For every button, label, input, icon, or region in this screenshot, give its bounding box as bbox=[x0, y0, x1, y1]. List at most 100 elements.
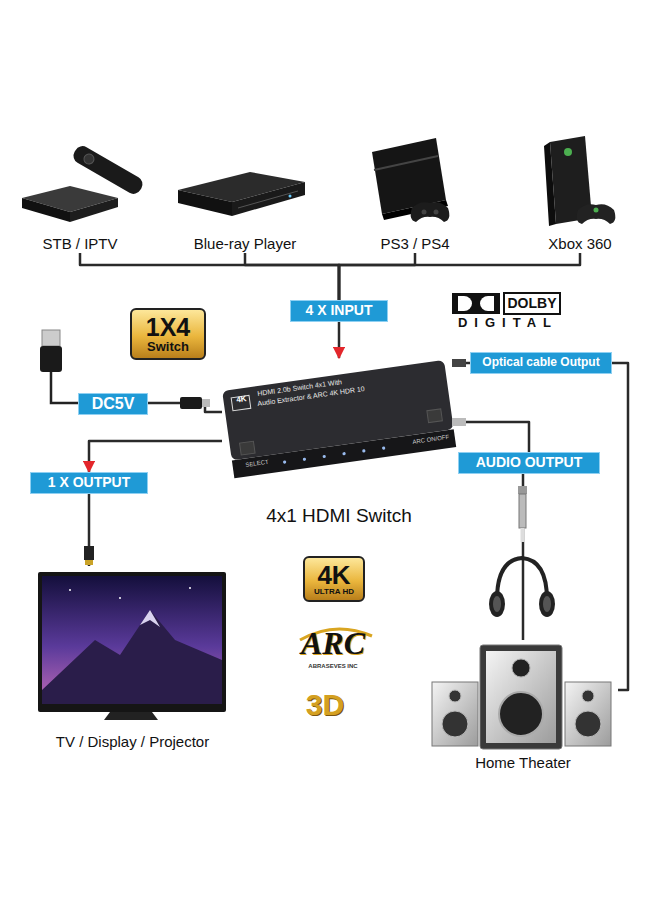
controller-stick bbox=[422, 210, 427, 215]
power-light bbox=[564, 148, 572, 156]
logo-text: DIGITAL bbox=[452, 316, 564, 330]
feature-badge: 4KULTRA HD bbox=[303, 556, 365, 602]
tv-stand bbox=[104, 712, 158, 720]
disc-tray bbox=[238, 191, 298, 208]
dolby-frame bbox=[504, 293, 560, 314]
cable-connector bbox=[456, 422, 529, 452]
device-caption: 4x1 HDMI Switch bbox=[266, 505, 412, 528]
ear-cup bbox=[489, 591, 505, 617]
controller-body bbox=[577, 204, 616, 224]
led bbox=[303, 457, 307, 461]
dolby-mark bbox=[452, 293, 500, 314]
hdmi-plug-tip bbox=[85, 560, 93, 565]
tweeter bbox=[582, 690, 594, 702]
arc-button bbox=[427, 409, 443, 423]
audio-plug bbox=[452, 418, 466, 426]
switch-front bbox=[232, 429, 456, 478]
device-label: TV / Display / Projector bbox=[56, 733, 209, 751]
source-device: Blue-ray Player bbox=[175, 150, 315, 253]
cable-connector bbox=[456, 362, 470, 365]
ear-cup bbox=[539, 591, 555, 617]
cable-connector bbox=[88, 494, 91, 566]
button-label: SELECT bbox=[245, 456, 286, 468]
source-device: STB / IPTV bbox=[15, 135, 145, 253]
badge-text: 1X4 bbox=[146, 315, 190, 340]
player-led bbox=[289, 195, 292, 198]
tag-text: AUDIO OUTPUT bbox=[476, 455, 583, 470]
mountain bbox=[42, 610, 222, 704]
badge-text: 4K bbox=[317, 562, 350, 588]
woofer bbox=[499, 692, 543, 736]
cable-connector bbox=[338, 322, 341, 358]
cable-connector bbox=[89, 441, 222, 472]
star bbox=[119, 597, 121, 599]
cable-connector bbox=[339, 253, 415, 300]
star bbox=[189, 587, 191, 589]
led bbox=[382, 446, 386, 450]
device-marking: 4K bbox=[232, 394, 251, 405]
usb-plug-tip bbox=[42, 330, 60, 346]
device-label: Blue-ray Player bbox=[194, 235, 297, 253]
tag-text: 4 X INPUT bbox=[306, 303, 373, 318]
cable-connector bbox=[80, 253, 339, 300]
game-controller bbox=[577, 204, 616, 224]
game-controller bbox=[411, 202, 450, 222]
cable-connector bbox=[522, 474, 525, 640]
remote-body bbox=[71, 143, 146, 197]
device-label: Home Theater bbox=[475, 754, 571, 772]
jack-collar bbox=[518, 486, 527, 494]
cable-connector bbox=[612, 363, 628, 690]
feature-badge: 1X4Switch bbox=[130, 308, 206, 360]
led bbox=[322, 455, 326, 459]
woofer bbox=[442, 711, 468, 737]
dolby-d bbox=[480, 296, 494, 311]
logo-text: ARC bbox=[290, 626, 376, 661]
cable-connector bbox=[148, 403, 222, 412]
usb-plug bbox=[40, 346, 62, 372]
player-front bbox=[232, 182, 305, 216]
button-label: ARC ON/OFF bbox=[412, 433, 456, 446]
led bbox=[362, 449, 366, 453]
tv-screen bbox=[42, 576, 222, 704]
cable-connector bbox=[339, 253, 580, 300]
dolby-d bbox=[458, 296, 472, 311]
hdmi-plug bbox=[84, 546, 94, 560]
port-tag: AUDIO OUTPUT bbox=[458, 452, 600, 474]
badge-text: Switch bbox=[147, 340, 189, 353]
stb-side bbox=[22, 198, 70, 222]
port-tag: Optical cable Output bbox=[470, 352, 612, 374]
optical-plug bbox=[452, 359, 466, 367]
woofer bbox=[575, 711, 601, 737]
tag-text: DC5V bbox=[92, 395, 135, 413]
remote-control bbox=[71, 143, 146, 197]
display-device: TV / Display / Projector bbox=[30, 566, 235, 751]
jack-body bbox=[519, 494, 526, 528]
port-tag: 1 X OUTPUT bbox=[30, 472, 148, 494]
controller-stick bbox=[434, 210, 439, 215]
hdmi-switch-device bbox=[222, 360, 456, 478]
led bbox=[283, 460, 287, 464]
tag-text: 1 X OUTPUT bbox=[48, 475, 130, 490]
remote-button bbox=[82, 152, 96, 166]
console-side bbox=[544, 142, 556, 226]
console-groove bbox=[374, 156, 438, 170]
tv-frame bbox=[38, 572, 226, 712]
jack-tip bbox=[521, 528, 525, 542]
ear-pad bbox=[543, 596, 551, 612]
logo-text: DOLBY bbox=[504, 293, 560, 314]
audio-system: Home Theater bbox=[428, 640, 618, 772]
ear-pad bbox=[493, 596, 501, 612]
player-side bbox=[178, 190, 232, 216]
logo-text: 3D bbox=[300, 688, 350, 721]
micro-usb-tip bbox=[202, 399, 210, 407]
logo-text: ABRASEVES INC bbox=[300, 663, 366, 670]
badge-text: ULTRA HD bbox=[314, 588, 354, 596]
controller-button bbox=[594, 208, 599, 213]
headphone-band bbox=[497, 558, 547, 600]
port-tag: DC5V bbox=[78, 393, 148, 415]
snow-cap bbox=[140, 610, 160, 627]
device-label: Xbox 360 bbox=[548, 235, 611, 253]
tweeter bbox=[449, 690, 461, 702]
